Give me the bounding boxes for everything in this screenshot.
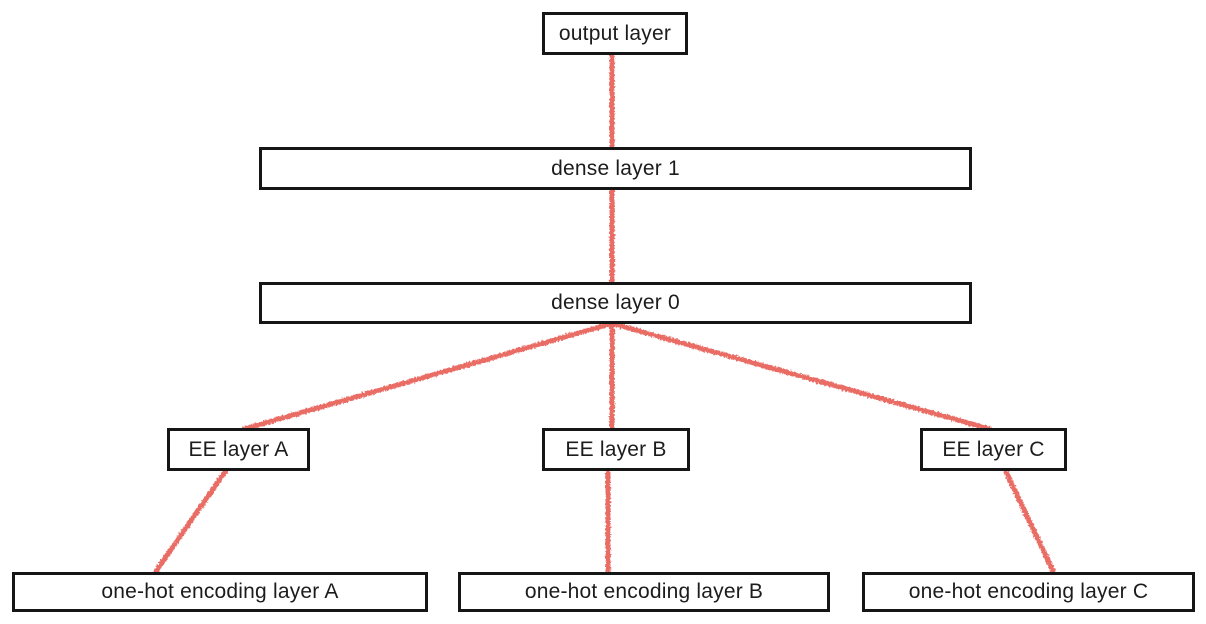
node-dense-layer-0-label: dense layer 0 xyxy=(551,291,680,314)
node-output-layer-label: output layer xyxy=(558,21,672,45)
node-dense-layer-0: dense layer 0 xyxy=(259,282,972,324)
node-ee-layer-c-label: EE layer C xyxy=(942,437,1045,461)
node-dense-layer-1: dense layer 1 xyxy=(259,147,972,190)
node-one-hot-encoding-layer-c-label: one-hot encoding layer C xyxy=(908,580,1149,603)
node-one-hot-encoding-layer-a-label: one-hot encoding layer A xyxy=(101,580,339,603)
node-output-layer: output layer xyxy=(542,12,688,55)
edge-ee-a-onehot-a xyxy=(153,469,228,574)
node-ee-layer-b-label: EE layer B xyxy=(565,437,667,461)
node-dense-layer-1-label: dense layer 1 xyxy=(551,156,680,180)
node-one-hot-encoding-layer-a: one-hot encoding layer A xyxy=(12,572,428,612)
edge-dense0-ee-a xyxy=(241,321,613,432)
edge-dense0-ee-c xyxy=(611,321,993,432)
node-one-hot-encoding-layer-b: one-hot encoding layer B xyxy=(458,572,830,612)
node-one-hot-encoding-layer-b-label: one-hot encoding layer B xyxy=(524,580,764,603)
node-ee-layer-a: EE layer A xyxy=(167,428,310,471)
node-ee-layer-a-label: EE layer A xyxy=(188,437,289,461)
node-one-hot-encoding-layer-c: one-hot encoding layer C xyxy=(862,572,1195,612)
node-ee-layer-c: EE layer C xyxy=(920,428,1067,471)
edge-ee-c-onehot-c xyxy=(1003,469,1056,574)
node-ee-layer-b: EE layer B xyxy=(542,428,690,471)
